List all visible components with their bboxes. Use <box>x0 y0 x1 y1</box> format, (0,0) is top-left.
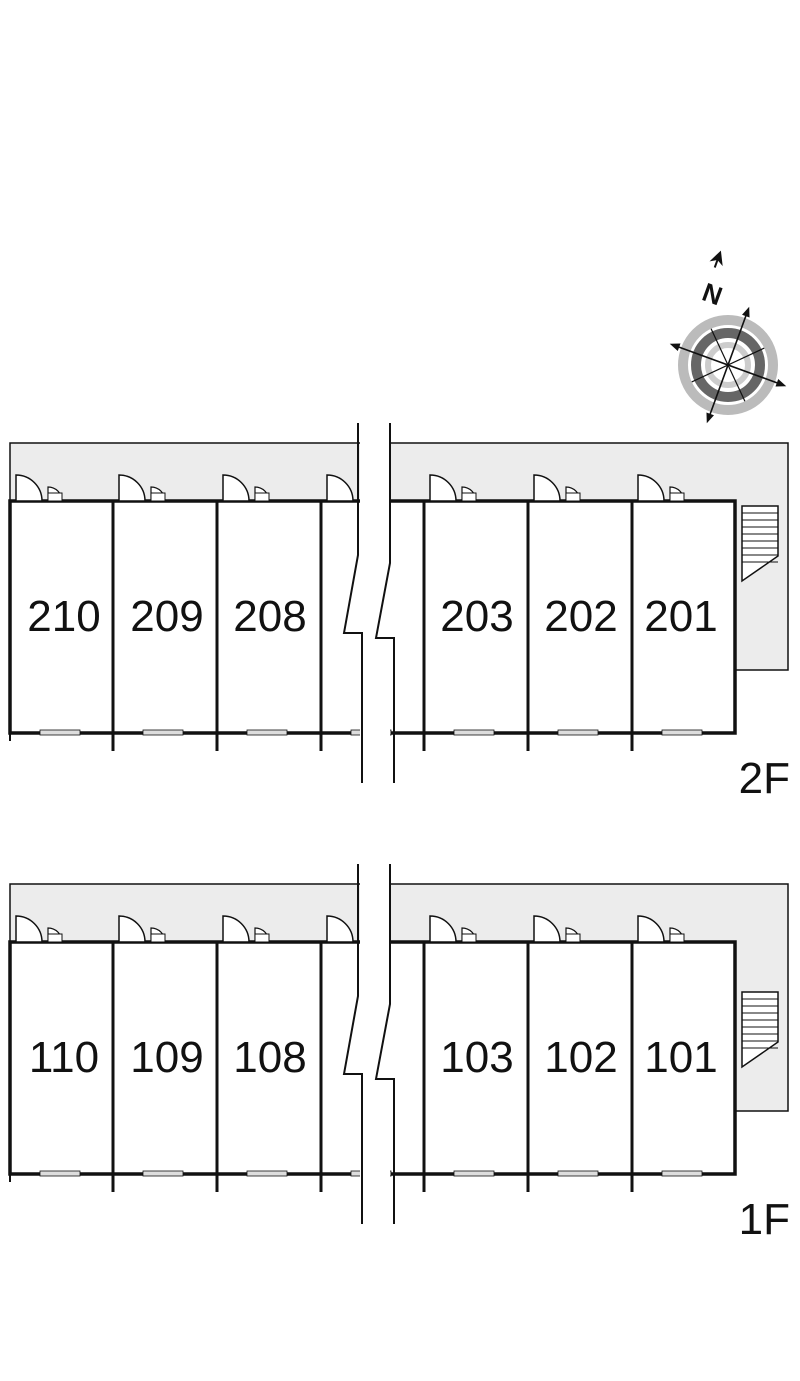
window <box>142 729 184 736</box>
meter-box <box>47 492 63 502</box>
door-icon <box>222 474 250 502</box>
meter-box <box>565 933 581 943</box>
door-icon <box>15 915 43 943</box>
unit-label: 208 <box>233 592 306 641</box>
door-icon <box>637 474 665 502</box>
window <box>246 729 288 736</box>
window <box>453 1170 495 1177</box>
floor-1f: 110 109 108 103 102 101 1F <box>8 864 790 1244</box>
break-marker <box>342 423 395 783</box>
meter-box <box>461 933 477 943</box>
unit-label: 209 <box>130 592 203 641</box>
meter-box <box>150 933 166 943</box>
door-icon <box>533 915 561 943</box>
unit-label: 203 <box>440 592 513 641</box>
window <box>661 729 703 736</box>
meter-box <box>669 492 685 502</box>
unit-label: 103 <box>440 1033 513 1082</box>
unit-label: 210 <box>27 592 100 641</box>
meter-box <box>565 492 581 502</box>
door-icon <box>637 915 665 943</box>
window <box>39 1170 81 1177</box>
window <box>557 729 599 736</box>
floor-label: 1F <box>739 1195 790 1244</box>
meter-box <box>150 492 166 502</box>
break-marker <box>342 864 395 1224</box>
unit-label: 108 <box>233 1033 306 1082</box>
door-icon <box>533 474 561 502</box>
floor-label: 2F <box>739 754 790 803</box>
window <box>661 1170 703 1177</box>
door-icon <box>429 915 457 943</box>
door-icon <box>429 474 457 502</box>
door-icon <box>326 915 354 943</box>
staircase-icon <box>741 991 779 1069</box>
unit-label: 110 <box>29 1033 99 1082</box>
unit-label: 201 <box>644 592 717 641</box>
window <box>246 1170 288 1177</box>
unit-label: 202 <box>544 592 617 641</box>
unit-label: 101 <box>644 1033 717 1082</box>
meter-box <box>47 933 63 943</box>
window <box>142 1170 184 1177</box>
unit-label: 109 <box>130 1033 203 1082</box>
window <box>557 1170 599 1177</box>
meter-box <box>254 492 270 502</box>
window <box>39 729 81 736</box>
unit-label: 102 <box>544 1033 617 1082</box>
compass-rose-icon <box>669 306 787 424</box>
meter-box <box>669 933 685 943</box>
door-icon <box>118 474 146 502</box>
staircase-icon <box>741 505 779 583</box>
meter-box <box>461 492 477 502</box>
door-icon <box>15 474 43 502</box>
door-icon <box>118 915 146 943</box>
door-icon <box>326 474 354 502</box>
north-label: N <box>698 277 726 312</box>
window <box>453 729 495 736</box>
floor-2f: 210 209 208 203 202 201 2F <box>8 423 790 803</box>
meter-box <box>254 933 270 943</box>
door-icon <box>222 915 250 943</box>
north-arrow-icon <box>709 250 723 268</box>
